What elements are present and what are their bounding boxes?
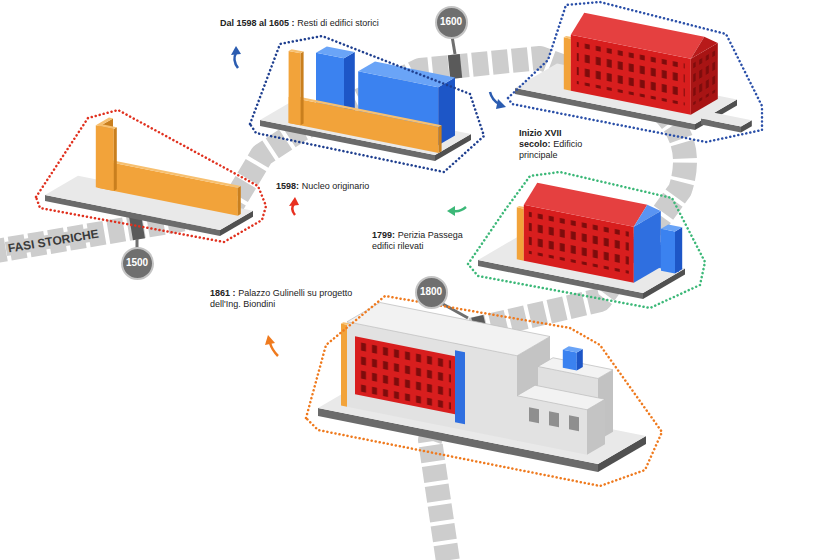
phase-date: 1799: bbox=[372, 230, 395, 240]
block-front bbox=[661, 229, 675, 274]
block-top bbox=[563, 346, 583, 352]
phase-outline bbox=[250, 36, 484, 172]
window bbox=[549, 411, 559, 427]
label-arrow bbox=[292, 204, 295, 215]
phase-note: 1598:Nucleo originario bbox=[276, 181, 436, 192]
window bbox=[529, 407, 539, 423]
wall-top bbox=[289, 49, 304, 53]
roof-gable bbox=[634, 205, 661, 227]
phase-outline bbox=[36, 110, 266, 242]
phase-date: 1861 : bbox=[210, 288, 236, 298]
building-top bbox=[517, 385, 605, 410]
year-circle: 1500 bbox=[121, 247, 154, 280]
phase-1799 bbox=[468, 172, 705, 308]
wall-top bbox=[289, 95, 442, 127]
arrow-head bbox=[265, 335, 275, 345]
road-mark bbox=[131, 226, 143, 228]
wall-front bbox=[289, 51, 301, 125]
phase-1861 bbox=[306, 296, 662, 486]
year-number: 1800 bbox=[420, 286, 442, 298]
wall-front bbox=[341, 324, 347, 407]
phase-1598 bbox=[36, 110, 266, 242]
roof-gable bbox=[691, 37, 718, 59]
phase-note: Inizio XVII secolo:Edificio principale bbox=[519, 128, 614, 161]
year-number: 1500 bbox=[126, 257, 148, 269]
wall-front bbox=[517, 207, 524, 260]
arrow-head bbox=[496, 99, 506, 109]
road-label: FASI STORICHE bbox=[5, 226, 102, 256]
wall-top bbox=[98, 158, 241, 188]
block-front bbox=[563, 350, 577, 371]
facade-red bbox=[355, 336, 455, 414]
wall-top bbox=[341, 322, 349, 325]
phase-outline bbox=[468, 172, 705, 308]
phase-note: 1799:Perizia Passega edifici rilevati bbox=[372, 230, 478, 252]
year-number: 1600 bbox=[440, 16, 462, 28]
block-top bbox=[661, 225, 682, 232]
facade-blue bbox=[455, 350, 465, 424]
window bbox=[569, 415, 579, 431]
wall-front bbox=[564, 37, 571, 90]
phase-1600 bbox=[508, 2, 762, 142]
wall-front bbox=[98, 126, 114, 191]
phase-outline bbox=[508, 2, 762, 142]
phase-1598-1605 bbox=[250, 36, 484, 172]
timeline-road bbox=[0, 58, 685, 560]
wall-side bbox=[439, 125, 442, 153]
phase-note: Dal 1598 al 1605 :Resti di edifici stori… bbox=[220, 18, 480, 29]
roof bbox=[571, 13, 705, 59]
arrow-head bbox=[231, 46, 241, 55]
phase-note: 1861 :Palazzo Gulinelli su progetto dell… bbox=[210, 288, 360, 310]
building-windows bbox=[693, 50, 715, 105]
phase-date: Dal 1598 al 1605 : bbox=[220, 18, 295, 28]
circle-stub bbox=[452, 36, 455, 54]
slab-top bbox=[701, 112, 752, 126]
phase-description: Resti di edifici storici bbox=[297, 18, 379, 28]
block-side bbox=[675, 227, 682, 273]
phase-outline bbox=[306, 296, 662, 486]
road-mark bbox=[449, 66, 461, 67]
phase-date: 1598: bbox=[276, 181, 299, 191]
block-top bbox=[316, 46, 355, 58]
wall-top bbox=[98, 124, 117, 129]
wall-front bbox=[98, 160, 238, 216]
timeline-title: FASI STORICHE bbox=[5, 226, 102, 256]
arrow-head bbox=[289, 197, 299, 206]
phase-description: Nucleo originario bbox=[302, 181, 370, 191]
year-circle: 1800 bbox=[415, 276, 448, 309]
year-circle: 1600 bbox=[435, 6, 468, 39]
wall-side bbox=[114, 127, 117, 191]
label-arrow bbox=[234, 53, 238, 68]
label-arrow bbox=[454, 207, 466, 211]
block-top bbox=[358, 62, 455, 88]
block-side bbox=[577, 349, 583, 371]
arrow-head bbox=[447, 206, 455, 216]
building-windows bbox=[359, 341, 451, 409]
label-arrow bbox=[270, 343, 278, 356]
wall-side bbox=[301, 52, 304, 126]
roof bbox=[524, 183, 648, 227]
wall-side bbox=[238, 186, 241, 216]
